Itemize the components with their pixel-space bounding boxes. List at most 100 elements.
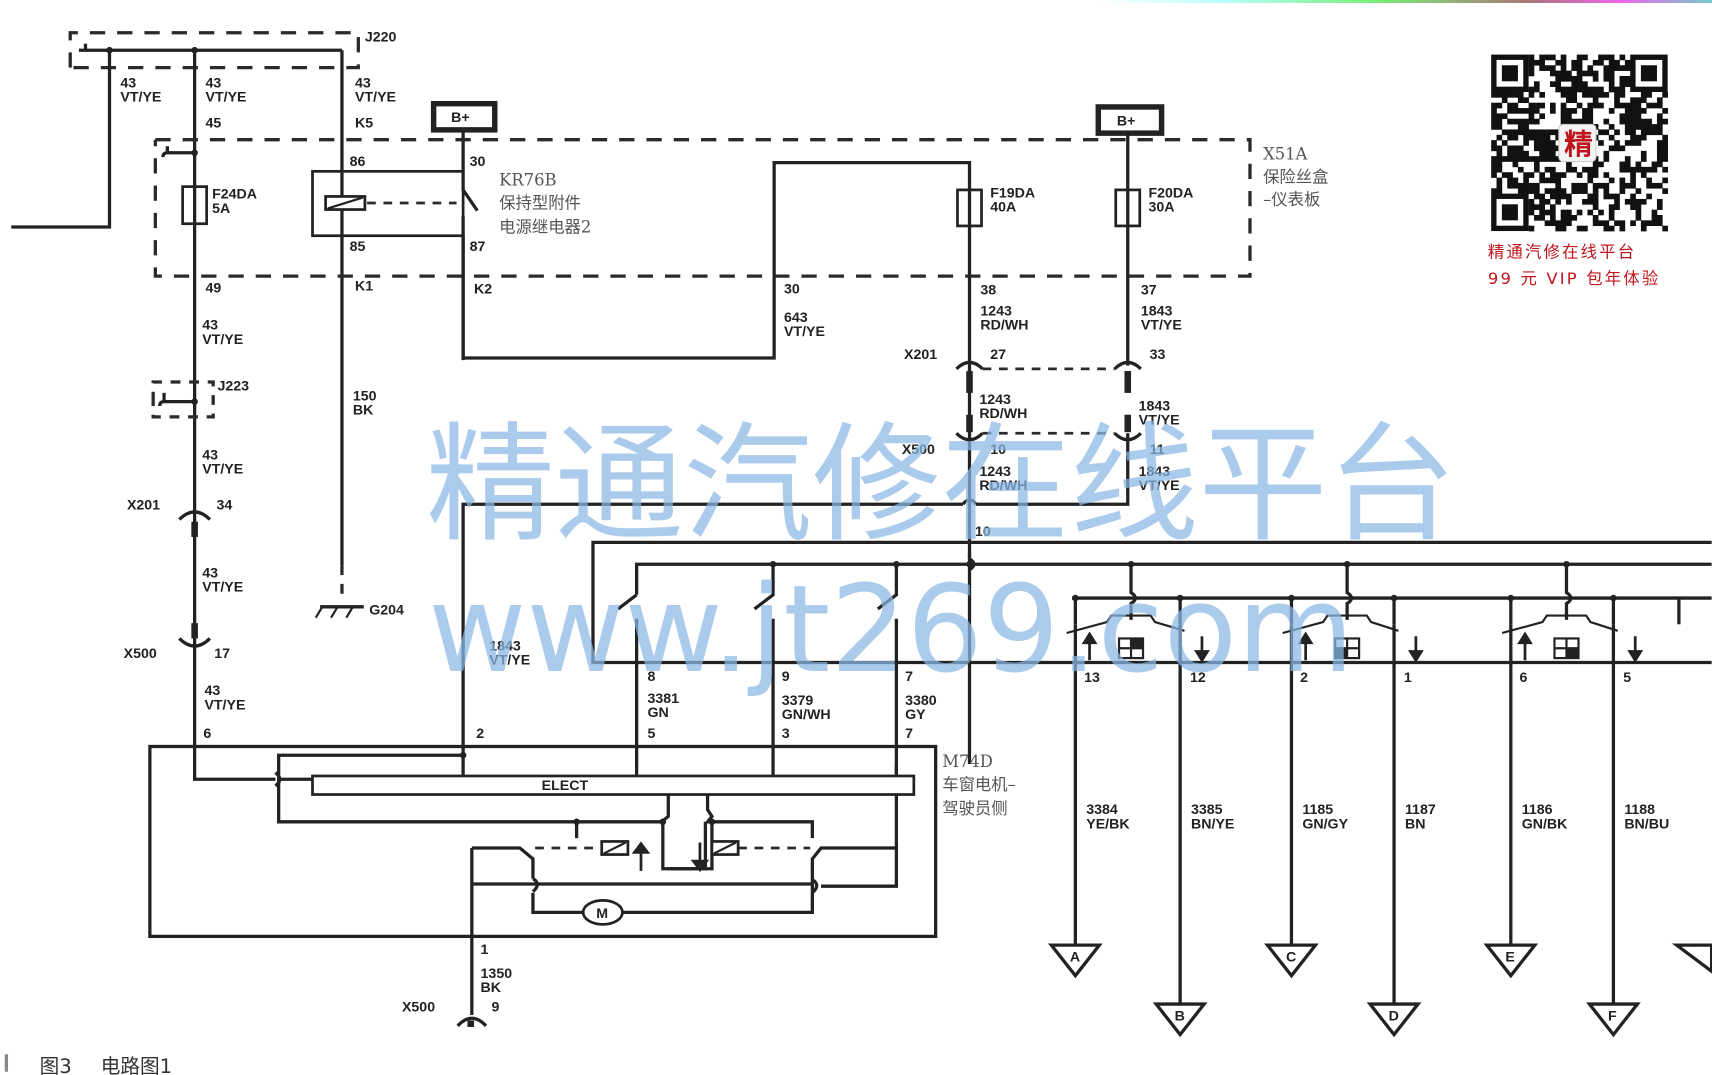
pin-label: 2	[476, 726, 484, 742]
offpage-ref: B	[1175, 1008, 1185, 1024]
fuse-rating: 30A	[1148, 200, 1174, 216]
pin-label: K1	[355, 278, 373, 294]
offpage-ref: A	[1070, 949, 1080, 965]
wire-label: 43	[206, 75, 222, 91]
offpage-connector-icon[interactable]	[1152, 1002, 1208, 1038]
wire-color: YE/BK	[1086, 816, 1130, 832]
wire-label: 1243	[979, 392, 1011, 408]
bus-connector	[161, 146, 195, 158]
wire-label: VT/YE	[1139, 478, 1180, 494]
pin-label: 1	[1404, 670, 1412, 686]
pin-label: 2	[1300, 670, 1308, 686]
kr76b-name2: 电源继电器2	[499, 217, 591, 236]
wire-color: BN/BU	[1624, 816, 1669, 832]
pin-label: 13	[1084, 670, 1100, 686]
pin-label: 27	[990, 347, 1006, 363]
pin-label: 37	[1141, 283, 1157, 299]
fuse-id: F24DA	[212, 187, 257, 203]
pin-label: 45	[206, 116, 222, 132]
wire-number: 1187	[1405, 802, 1436, 818]
j223-splice: J223	[151, 379, 250, 419]
promo-line2: 99 元 VIP 包年体验	[1488, 269, 1660, 288]
wire-label: VT/YE	[202, 462, 243, 478]
arrow-up-icon	[1081, 631, 1098, 661]
ground-g204-icon: G204	[314, 602, 404, 618]
wire-643	[461, 160, 972, 764]
wire-label: 3379	[782, 693, 814, 709]
wire-label: BK	[481, 980, 502, 996]
wire-label: 43	[202, 318, 218, 334]
x51a-fuse-box: X51A 保险丝盒 –仪表板	[153, 138, 1329, 278]
g204-label: G204	[369, 602, 404, 618]
arrow-up-icon	[631, 841, 651, 871]
figure-title: 电路图1	[101, 1055, 172, 1075]
j220-splice: J220	[68, 29, 397, 70]
pin-label: 8	[648, 669, 656, 685]
fuse-id: F19DA	[990, 186, 1035, 202]
wire-label: 1350	[481, 966, 513, 982]
relay-kr76b: 86 30 85 87 KR76B 保持型附件 电源继电器2	[311, 122, 591, 361]
pin-label: 11	[1150, 442, 1165, 458]
qr-code-icon	[1491, 54, 1668, 232]
wire-label: 43	[202, 565, 218, 581]
qr-logo-char: 精	[1564, 128, 1592, 161]
offpage-ref: E	[1505, 949, 1514, 965]
wire-1843	[976, 433, 1130, 506]
wire-label: 1843	[1139, 464, 1171, 480]
wire-color: GN/GY	[1302, 816, 1348, 832]
wire-1843-to-m74d	[461, 502, 963, 764]
wire-label: VT/YE	[489, 653, 530, 669]
arrow-down-icon	[1407, 636, 1424, 663]
x51a-id: X51A	[1263, 144, 1307, 163]
pin-label: 30	[470, 154, 486, 170]
wire-label: 1843	[1141, 303, 1173, 319]
pin-label: 33	[1150, 347, 1166, 363]
pin-label: 9	[491, 1000, 499, 1016]
pin-label: 7	[905, 669, 913, 685]
wire-label: VT/YE	[202, 580, 243, 596]
arrow-down-icon	[690, 842, 710, 873]
wire-label: 1843	[1139, 398, 1171, 414]
offpage-ref: F	[1608, 1008, 1617, 1024]
kr76b-name: 保持型附件	[499, 193, 581, 212]
offpage-connector-icon[interactable]	[1264, 943, 1319, 979]
j223-label: J223	[218, 379, 250, 395]
wire-number: 1185	[1302, 802, 1333, 818]
offpage-connector-icon[interactable]	[1366, 1002, 1422, 1038]
kr76b-id: KR76B	[499, 171, 556, 190]
offpage-connector-partial	[1671, 943, 1712, 974]
offpage-connector-icon[interactable]	[1047, 943, 1103, 979]
connector-label: X500	[124, 646, 157, 662]
elect-label: ELECT	[542, 778, 589, 794]
x51a-name: 保险丝盒	[1263, 167, 1328, 186]
offpage-ref: C	[1286, 949, 1296, 965]
pin-label: 30	[784, 282, 800, 298]
pin-label: 38	[980, 283, 996, 299]
pin-label: 5	[648, 726, 656, 742]
wire-color: BN	[1405, 816, 1425, 832]
pin-label: 9	[782, 669, 790, 685]
wire-label: GY	[905, 707, 926, 723]
motor-icon	[581, 899, 624, 926]
wire-label: 43	[355, 75, 371, 91]
arrow-up-icon	[1297, 631, 1314, 661]
m74d-name: 车窗电机–	[942, 775, 1016, 794]
connector-label: X201	[127, 498, 160, 514]
pin-label: 1	[481, 942, 489, 958]
offpage-connector-icon[interactable]	[1586, 1002, 1641, 1038]
pin-label: 6	[203, 726, 211, 742]
wire-label: VT/YE	[355, 89, 396, 105]
pin-label: 6	[1520, 670, 1528, 686]
pin-label: 87	[470, 239, 486, 255]
offpage-connector-icon[interactable]	[1483, 943, 1539, 979]
wire-label: RD/WH	[979, 406, 1027, 422]
x51a-name2: –仪表板	[1263, 190, 1320, 209]
pin-label: 85	[350, 239, 366, 255]
connector-label: X500	[902, 442, 935, 458]
watermark-url: www.jt269.com	[428, 561, 1354, 700]
